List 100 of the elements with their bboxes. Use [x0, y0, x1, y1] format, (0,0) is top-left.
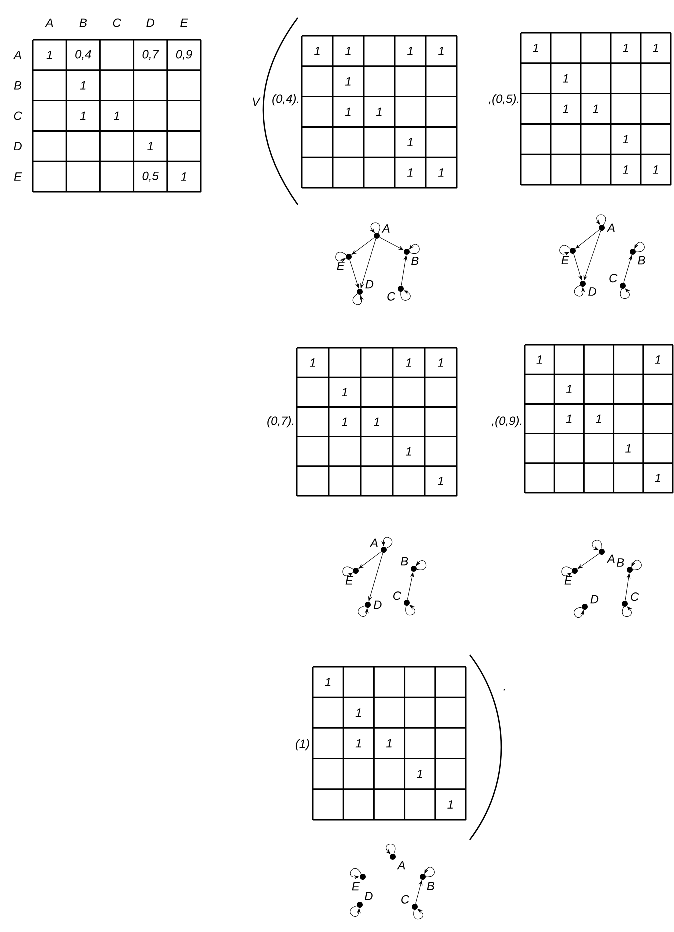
loop-arrow — [414, 909, 424, 920]
node-label: C — [610, 274, 618, 283]
cell-value: 1 — [562, 74, 568, 83]
loop-arrow — [574, 607, 584, 618]
cell-value: 1 — [407, 47, 413, 56]
cell-value: 1 — [407, 138, 413, 147]
cell-value: 1 — [80, 81, 86, 90]
cell-value: 1 — [438, 358, 444, 367]
loop-arrow — [406, 605, 416, 616]
cell-value: 1 — [566, 414, 572, 424]
arrow — [576, 230, 600, 249]
graph-vertex: D — [357, 892, 373, 908]
graph-vertex: E — [352, 874, 366, 891]
cell-value: 1 — [622, 166, 628, 174]
node-label: A — [606, 224, 615, 232]
graph-vertex: C — [402, 895, 418, 910]
graph-vertex: C — [388, 286, 404, 301]
cell-value: 1 — [345, 77, 351, 86]
loop-arrow — [632, 560, 642, 570]
graph-vertex: D — [357, 280, 374, 295]
cell-value: 1 — [342, 388, 348, 397]
row-header: C — [14, 112, 22, 120]
node-label: B — [616, 558, 624, 567]
loop-arrow — [416, 560, 427, 570]
column-header: B — [80, 18, 87, 28]
node-label: A — [370, 538, 378, 548]
node-label: A — [606, 554, 615, 564]
graph-vertex: A — [390, 854, 406, 870]
operator-symbol: V — [253, 98, 261, 106]
graph-vertex: E — [346, 568, 359, 585]
loop-arrow — [424, 867, 435, 878]
loop-arrow — [382, 537, 393, 549]
cell-value: 1 — [148, 142, 153, 151]
graph-vertex: B — [404, 249, 419, 266]
cell-value: 0,5 — [142, 172, 159, 182]
coefficient: (0,7). — [268, 416, 294, 428]
cell-value: 1 — [532, 44, 538, 52]
cell-value: 1 — [622, 44, 628, 52]
graph-vertex: E — [562, 248, 576, 264]
graph-vertex: D — [582, 595, 599, 610]
graph-vertex: D — [580, 281, 596, 296]
loop-arrow — [592, 540, 602, 550]
coefficient: ,(0,9). — [492, 416, 522, 428]
cell-value: 1 — [592, 104, 598, 114]
graph-vertex: C — [610, 274, 626, 289]
cell-value: 0,4 — [76, 50, 92, 60]
coefficient: ,(0,5). — [488, 94, 519, 106]
cell-value: 1 — [438, 47, 444, 56]
cell-value: 1 — [314, 47, 320, 56]
graph-vertex: A — [599, 224, 615, 232]
node-label: D — [590, 595, 599, 604]
row-header: D — [14, 142, 22, 151]
cell-value: 1 — [342, 418, 348, 426]
cell-value: 1 — [596, 414, 602, 424]
cell-value: 1 — [46, 51, 52, 60]
cell-value: 1 — [626, 444, 631, 453]
graph-vertex: A — [370, 538, 387, 553]
coefficient: (1) — [296, 739, 310, 751]
node-label: D — [588, 288, 597, 296]
graph-vertex: E — [337, 254, 352, 270]
cell-value: 0,7 — [142, 50, 160, 60]
loop-arrow — [350, 906, 361, 917]
node-label: B — [412, 256, 419, 266]
graph-vertex: B — [401, 557, 417, 572]
cell-value: 1 — [376, 108, 382, 116]
node-label: C — [631, 592, 640, 602]
node-label: A — [397, 861, 406, 870]
node-label: E — [564, 576, 573, 585]
loop-arrow — [634, 242, 645, 252]
loop-arrow — [400, 290, 411, 301]
node-label: E — [562, 256, 570, 264]
cell-value: 1 — [438, 477, 444, 486]
node-label: E — [337, 262, 345, 270]
column-header: D — [146, 18, 155, 28]
cell-value: 1 — [407, 168, 413, 177]
loop-arrow — [574, 285, 586, 297]
cell-value: 1 — [652, 44, 658, 52]
row-header: E — [14, 172, 22, 181]
node-label: C — [402, 895, 410, 904]
node-label: D — [364, 892, 373, 900]
cell-value: 1 — [536, 356, 542, 364]
cell-value: 1 — [655, 474, 661, 482]
node-label: C — [388, 292, 396, 301]
cell-value: 1 — [80, 112, 86, 120]
coefficient: (0,4). — [272, 94, 299, 106]
cell-value: 1 — [374, 418, 380, 426]
cell-value: 1 — [345, 47, 351, 56]
graph-vertex: B — [630, 249, 646, 265]
graph-vertex: E — [564, 568, 578, 585]
graph-vertex: A — [599, 549, 615, 564]
cell-value: 1 — [345, 108, 351, 116]
cell-value: 1 — [562, 104, 568, 114]
node-label: E — [352, 882, 360, 891]
row-header: A — [13, 51, 22, 60]
cell-value: 1 — [356, 708, 362, 718]
period: . — [504, 689, 506, 691]
node-label: C — [394, 592, 402, 600]
node-label: E — [346, 576, 354, 585]
cell-value: 1 — [310, 358, 316, 367]
column-header: A — [45, 18, 54, 28]
